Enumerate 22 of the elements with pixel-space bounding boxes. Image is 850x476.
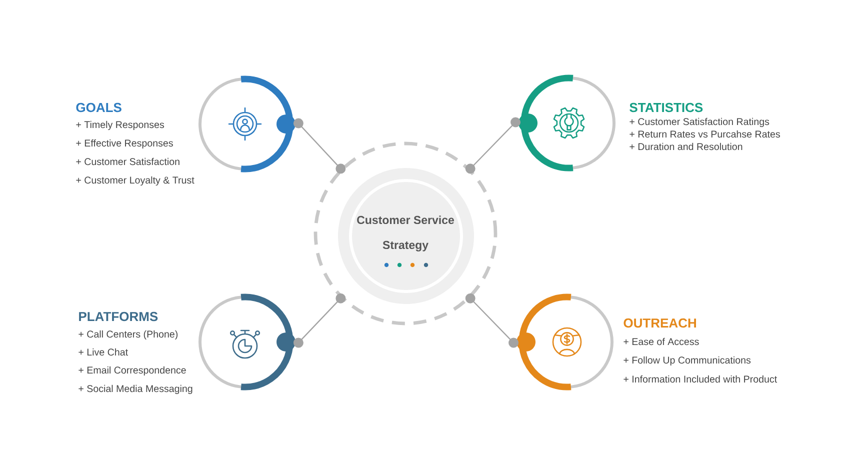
list-item: + Return Rates vs Purcahse Rates bbox=[630, 130, 780, 138]
heading: PLATFORMS bbox=[79, 312, 158, 322]
list-item: + Timely Responses bbox=[76, 120, 164, 130]
heading: GOALS bbox=[76, 102, 122, 112]
list-item: + Email Correspondence bbox=[78, 366, 186, 376]
list-item: + Duration and Resolution bbox=[630, 142, 742, 150]
list-item: + Follow Up Communications bbox=[624, 356, 751, 366]
list-item: + Call Centers (Phone) bbox=[78, 330, 178, 340]
connector bbox=[293, 293, 346, 348]
connector bbox=[293, 118, 346, 174]
connector bbox=[465, 293, 519, 348]
list-item: + Customer Loyalty & Trust bbox=[76, 176, 194, 186]
list-item: + Information Included with Product bbox=[624, 375, 777, 383]
list-item: + Social Media Messaging bbox=[78, 384, 192, 394]
connector bbox=[465, 117, 521, 174]
list-item: + Ease of Access bbox=[624, 338, 699, 346]
list-item: + Effective Responses bbox=[76, 139, 173, 149]
list-item: + Customer Satisfaction bbox=[76, 158, 180, 166]
heading: STATISTICS bbox=[630, 102, 703, 112]
list-item: + Customer Satisfaction Ratings bbox=[630, 118, 770, 128]
list-item: + Live Chat bbox=[78, 348, 128, 356]
heading: OUTREACH bbox=[624, 318, 696, 328]
